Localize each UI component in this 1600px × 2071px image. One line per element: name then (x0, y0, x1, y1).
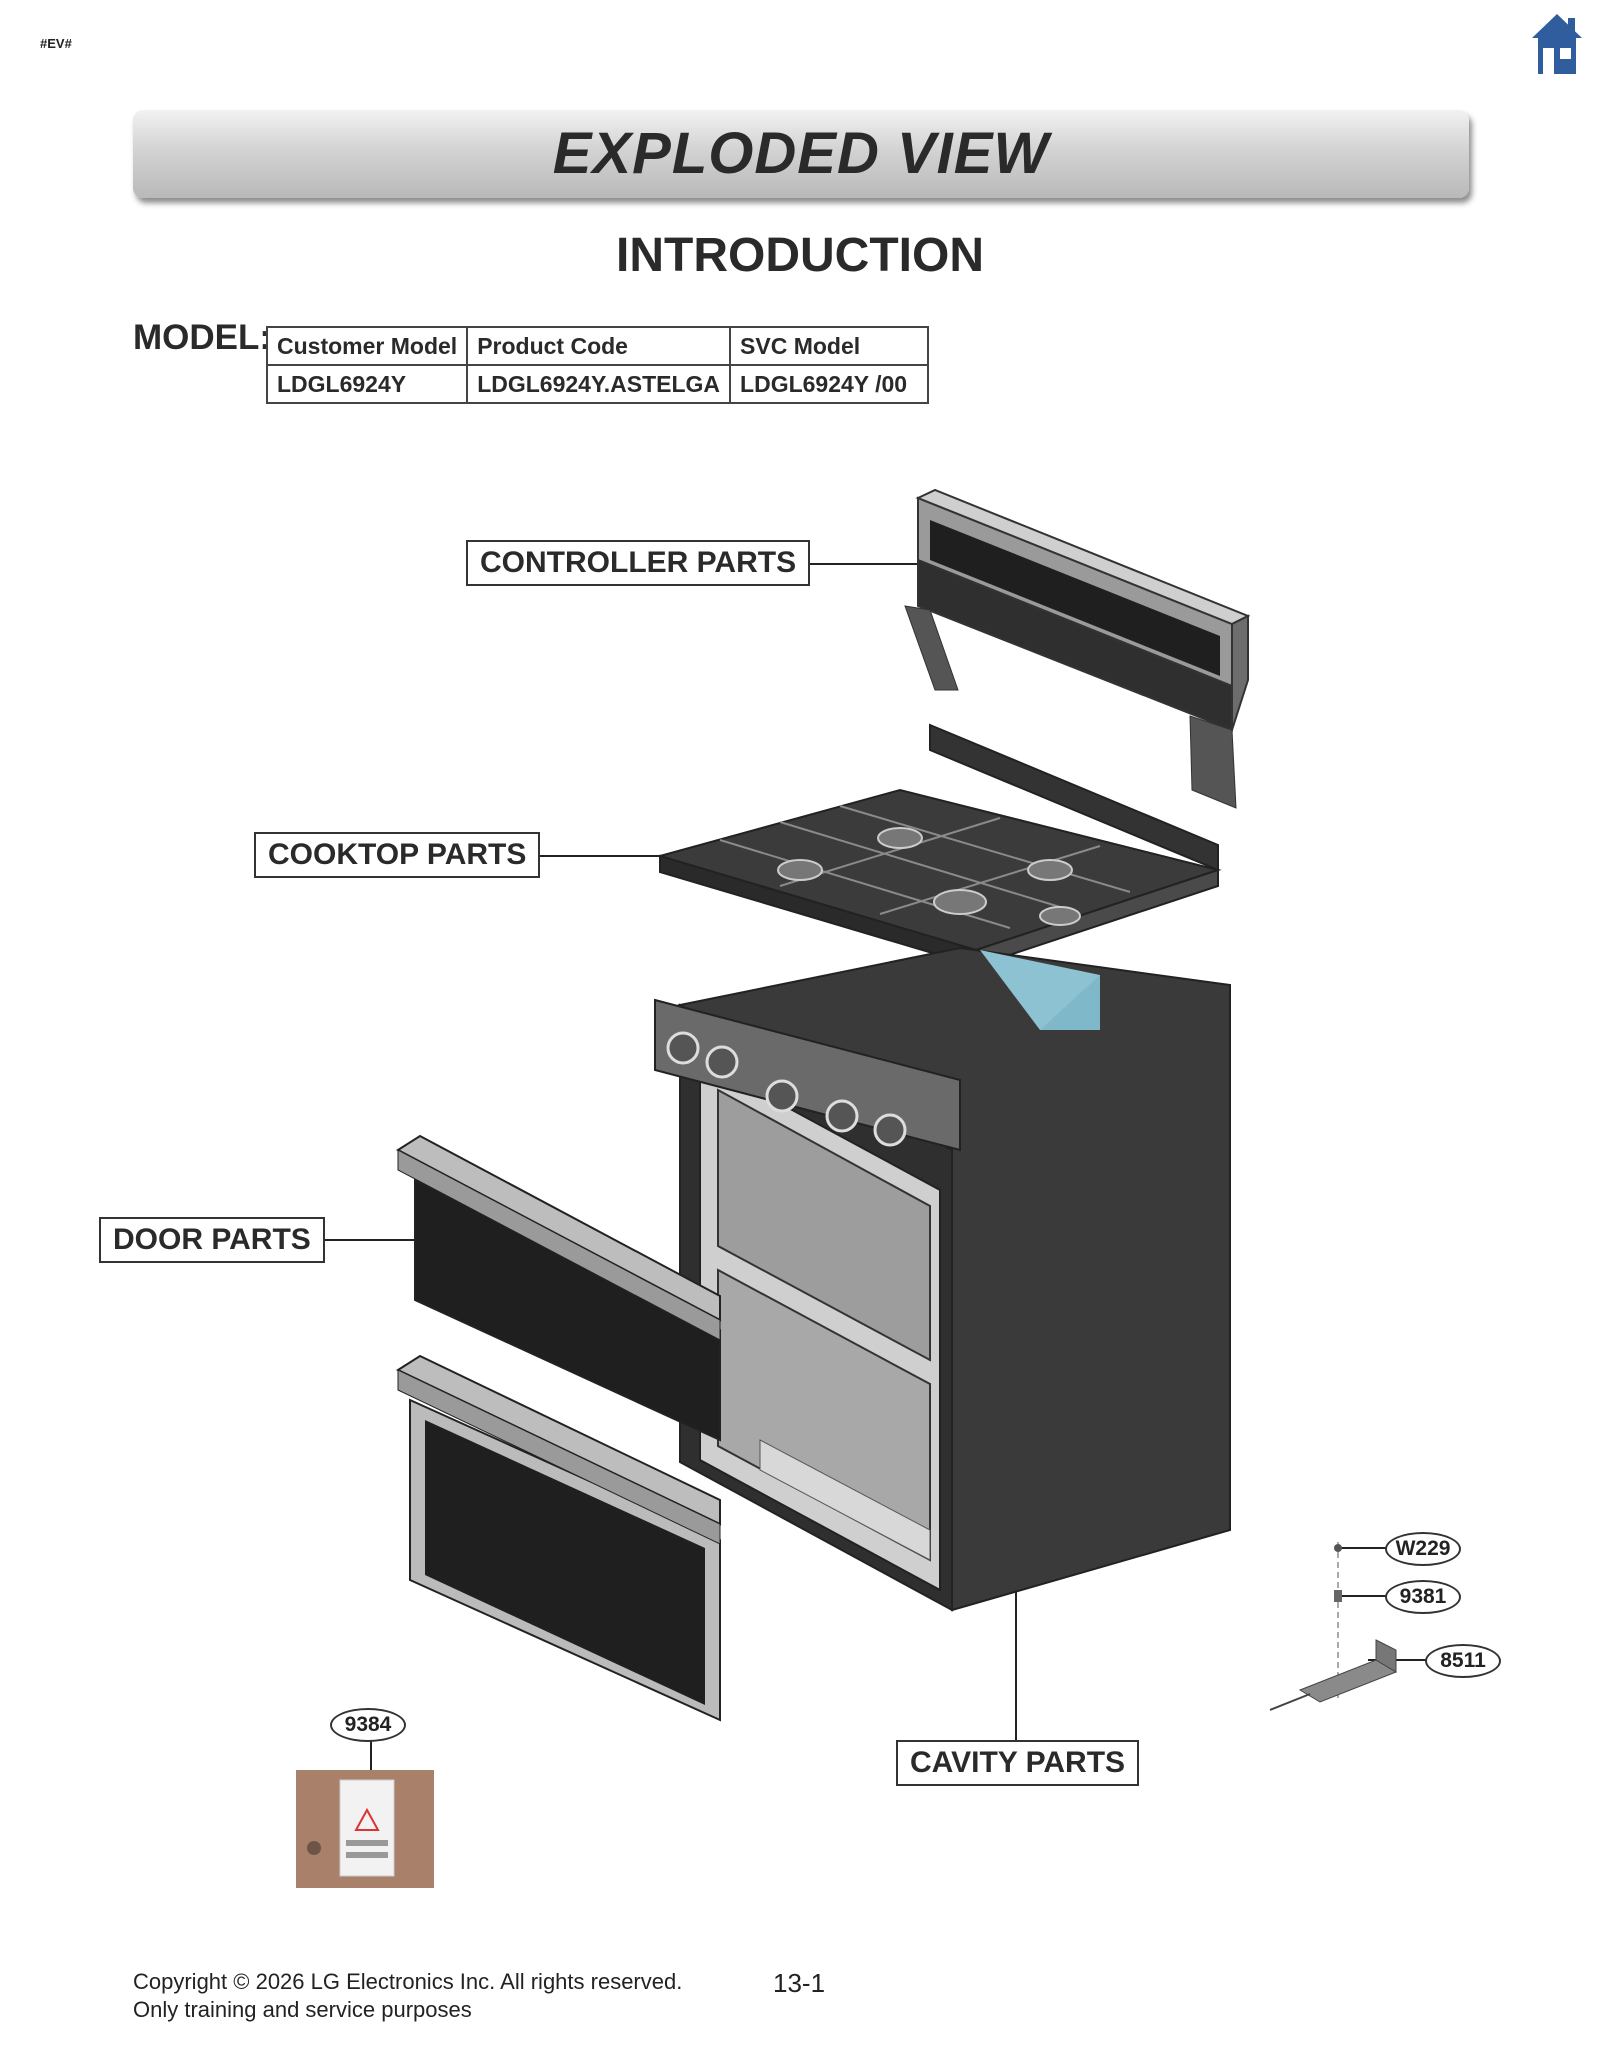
table-header-row: Customer Model Product Code SVC Model (265, 326, 930, 366)
cooktop-illustration (656, 723, 1222, 968)
cavity-parts-label[interactable]: CAVITY PARTS (896, 1740, 1140, 1786)
part-number-w229[interactable]: W229 (1385, 1532, 1461, 1566)
home-icon[interactable] (1530, 12, 1584, 76)
page-title: EXPLODED VIEW (552, 121, 1050, 186)
copyright-text: Copyright © 2026 LG Electronics Inc. All… (133, 1969, 683, 1994)
customer-model-value: LDGL6924Y (265, 364, 469, 404)
product-label-photo (296, 1770, 434, 1888)
model-label: MODEL: (133, 318, 272, 357)
product-code-value: LDGL6924Y.ASTELGA (466, 364, 732, 404)
leveling-leg-illustration (1269, 1542, 1398, 1711)
part-number-9381[interactable]: 9381 (1385, 1580, 1461, 1614)
table-row: LDGL6924Y LDGL6924Y.ASTELGA LDGL6924Y /0… (265, 364, 930, 404)
section-title: INTRODUCTION (616, 229, 984, 282)
door-parts-label[interactable]: DOOR PARTS (99, 1217, 325, 1263)
header-product-code: Product Code (466, 326, 732, 366)
controller-parts-label[interactable]: CONTROLLER PARTS (466, 540, 811, 586)
header-customer-model: Customer Model (265, 326, 469, 366)
part-number-8511[interactable]: 8511 (1425, 1644, 1501, 1678)
range-body-illustration (654, 946, 1231, 1612)
oven-doors-illustration (395, 1134, 721, 1722)
header-svc-model: SVC Model (729, 326, 930, 366)
purpose-text: Only training and service purposes (133, 1997, 472, 2022)
title-banner: EXPLODED VIEW (133, 110, 1469, 198)
page-number: 13-1 (773, 1968, 826, 1998)
svc-model-value: LDGL6924Y /00 (729, 364, 930, 404)
part-number-9384[interactable]: 9384 (330, 1708, 406, 1742)
controller-panel-illustration (904, 488, 1251, 809)
cooktop-parts-label[interactable]: COOKTOP PARTS (254, 832, 541, 878)
model-table: Customer Model Product Code SVC Model LD… (265, 326, 930, 404)
page-tag: #EV# (40, 36, 72, 51)
footer: Copyright © 2026 LG Electronics Inc. All… (133, 1968, 682, 2024)
